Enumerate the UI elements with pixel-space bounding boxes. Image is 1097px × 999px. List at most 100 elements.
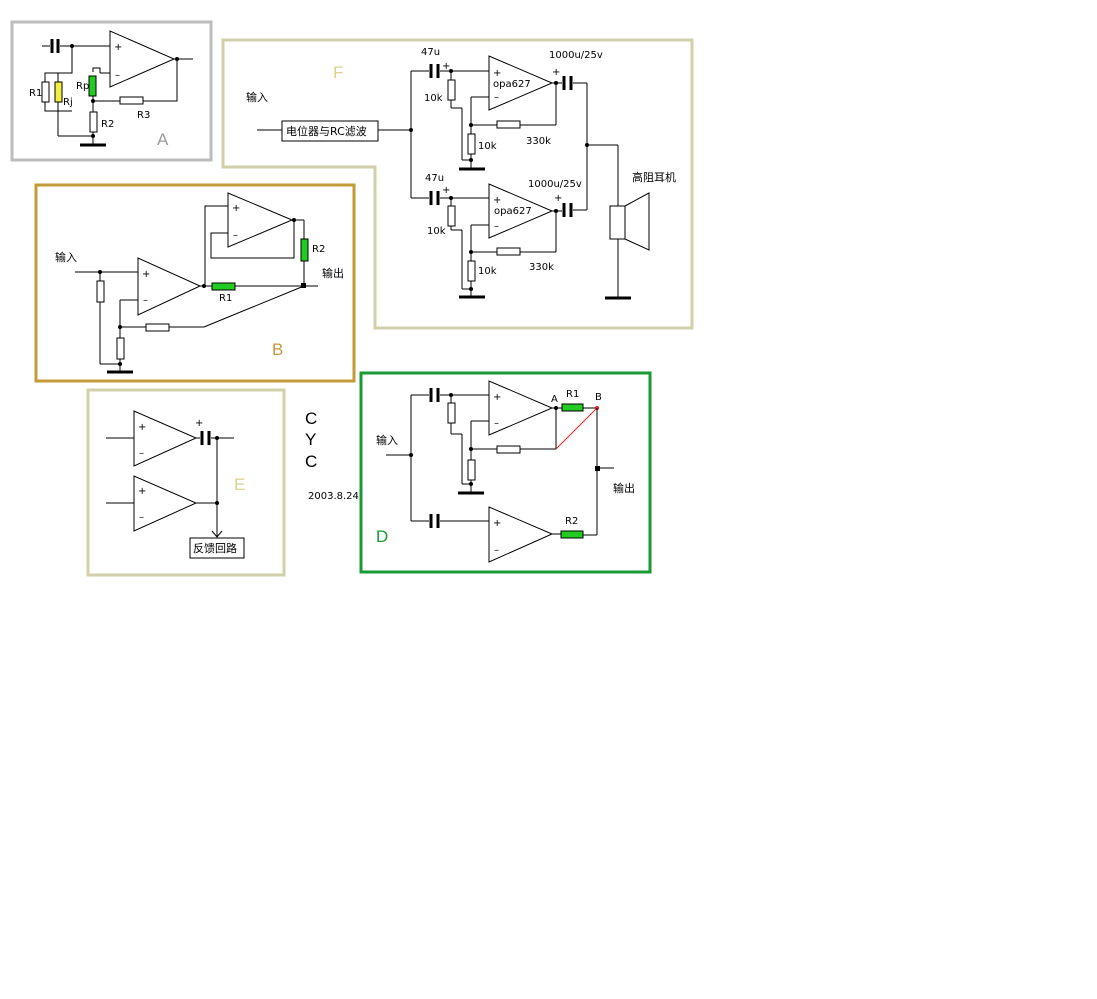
node-a-label: A bbox=[551, 394, 558, 405]
panel-a-label: A bbox=[157, 130, 169, 149]
opamp bbox=[109, 30, 176, 88]
opamp-label-top: opa627 bbox=[493, 79, 531, 90]
label-r1: R1 bbox=[219, 293, 232, 304]
svg-text:+: + bbox=[138, 486, 146, 497]
resistor-r1 bbox=[211, 282, 236, 291]
r-bias-label-bottom: 10k bbox=[427, 226, 446, 237]
svg-text:+: + bbox=[138, 422, 146, 433]
red-wire bbox=[555, 407, 598, 450]
label-r2: R2 bbox=[312, 244, 325, 255]
svg-text:–: – bbox=[143, 295, 148, 306]
load-label: 高阻耳机 bbox=[632, 170, 676, 184]
resistor-10k-gain-top bbox=[467, 133, 476, 155]
opamp-lower bbox=[488, 506, 554, 563]
node-b-label: B bbox=[595, 392, 602, 403]
input-label: 输入 bbox=[376, 433, 398, 447]
resistor-330k-top bbox=[496, 120, 521, 129]
panel-f-frame bbox=[221, 38, 694, 330]
panel-f-label: F bbox=[333, 63, 343, 82]
label-r2: R2 bbox=[565, 516, 578, 527]
panel-b-frame bbox=[34, 183, 356, 383]
svg-text:–: – bbox=[494, 221, 499, 232]
panel-b-label: B bbox=[272, 340, 283, 359]
signature: C Y C 2003.8.24 bbox=[305, 409, 359, 502]
resistor-r3 bbox=[119, 96, 144, 105]
signature-letter-3: C bbox=[305, 452, 317, 471]
resistor-r1 bbox=[41, 81, 50, 103]
panel-e-frame bbox=[86, 388, 286, 577]
panel-d-label: D bbox=[376, 527, 388, 546]
panel-f: F 输入 电位器与RC滤波 47u + 10k + – opa627 10k bbox=[221, 38, 694, 330]
svg-text:–: – bbox=[233, 230, 238, 241]
resistor-10k-bias-bottom bbox=[447, 205, 456, 227]
panel-e: + – + + – 反馈回路 E bbox=[86, 388, 286, 577]
signature-date: 2003.8.24 bbox=[308, 491, 359, 502]
resistor-r2 bbox=[560, 530, 584, 539]
opamp-minus: – bbox=[115, 70, 120, 81]
resistor-r2 bbox=[300, 238, 309, 262]
svg-text:+: + bbox=[142, 269, 150, 280]
svg-text:+: + bbox=[493, 68, 501, 79]
input-label: 输入 bbox=[55, 250, 77, 264]
panel-d: 输入 + – A R1 B bbox=[359, 371, 652, 574]
resistor-r1 bbox=[561, 403, 584, 412]
r-gain-label-top: 10k bbox=[478, 141, 497, 152]
feedback-box bbox=[189, 537, 245, 559]
svg-text:+: + bbox=[442, 61, 450, 72]
filter-box bbox=[281, 120, 379, 142]
panel-a-frame bbox=[10, 20, 213, 162]
label-rp: Rp bbox=[76, 81, 89, 92]
cap-out-label-bottom: 1000u/25v bbox=[528, 179, 582, 190]
svg-text:–: – bbox=[494, 418, 499, 429]
signature-letter-1: C bbox=[305, 409, 317, 428]
cap-in-label-bottom: 47u bbox=[425, 173, 444, 184]
opamp-label-bottom: opa627 bbox=[494, 206, 532, 217]
resistor bbox=[145, 323, 170, 332]
cap-in-label-top: 47u bbox=[421, 47, 440, 58]
resistor bbox=[496, 445, 521, 454]
r-bias-label-top: 10k bbox=[424, 93, 443, 104]
svg-text:+: + bbox=[195, 418, 203, 429]
input-label: 输入 bbox=[246, 90, 268, 104]
cap-out-label-top: 1000u/25v bbox=[549, 50, 603, 61]
svg-text:–: – bbox=[139, 448, 144, 459]
resistor bbox=[447, 402, 456, 424]
label-r2: R2 bbox=[101, 119, 114, 130]
opamp-opa627-bottom bbox=[488, 183, 554, 239]
resistor-330k-bottom bbox=[496, 247, 521, 256]
opamp-opa627-top bbox=[488, 55, 554, 111]
resistor-10k-gain-bottom bbox=[467, 260, 476, 282]
svg-text:+: + bbox=[552, 67, 560, 78]
svg-text:+: + bbox=[442, 185, 450, 196]
svg-text:–: – bbox=[494, 545, 499, 556]
feedback-box-label: 反馈回路 bbox=[193, 542, 237, 555]
resistor-r2 bbox=[89, 111, 98, 133]
svg-text:+: + bbox=[232, 203, 240, 214]
resistor-rp bbox=[88, 75, 97, 97]
resistor bbox=[116, 337, 125, 360]
svg-text:–: – bbox=[494, 92, 499, 103]
speaker-cone-icon bbox=[624, 192, 650, 251]
r-feedback-label-top: 330k bbox=[526, 136, 551, 147]
svg-text:+: + bbox=[493, 518, 501, 529]
opamp-feedback bbox=[227, 192, 294, 248]
svg-text:–: – bbox=[139, 512, 144, 523]
panel-a: + – R1 Rj Rp R3 R2 bbox=[10, 20, 213, 162]
resistor bbox=[96, 280, 105, 303]
svg-text:+: + bbox=[493, 195, 501, 206]
resistor-10k-bias-top bbox=[447, 79, 456, 101]
panel-e-label: E bbox=[234, 475, 245, 494]
opamp-main bbox=[137, 257, 202, 316]
opamp-plus: + bbox=[114, 42, 122, 53]
svg-text:+: + bbox=[493, 392, 501, 403]
r-gain-label-bottom: 10k bbox=[478, 266, 497, 277]
signature-letter-2: Y bbox=[305, 430, 316, 449]
label-r1: R1 bbox=[29, 88, 42, 99]
output-label: 输出 bbox=[322, 266, 344, 280]
label-r3: R3 bbox=[137, 110, 150, 121]
filter-box-label: 电位器与RC滤波 bbox=[286, 124, 367, 138]
panel-b: 输入 + – R1 输出 + – bbox=[34, 183, 356, 383]
resistor bbox=[467, 459, 476, 481]
resistor-rj bbox=[54, 81, 63, 103]
